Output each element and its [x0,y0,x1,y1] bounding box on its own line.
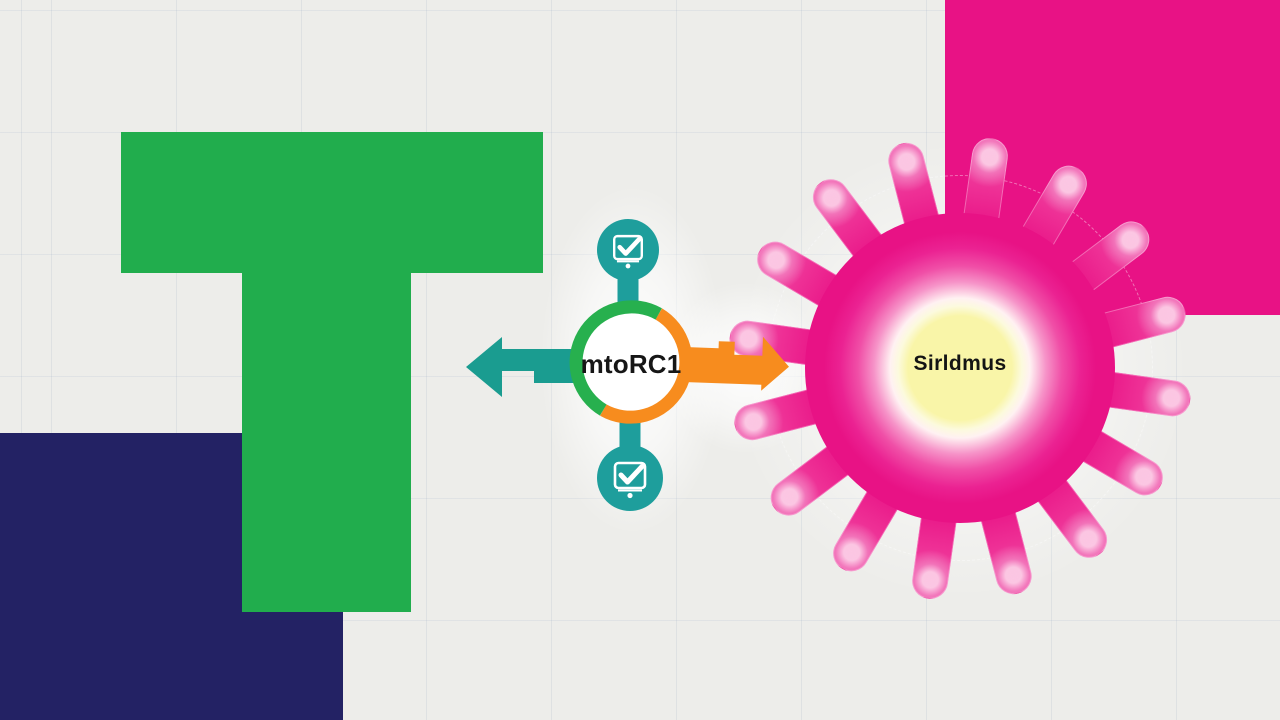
hub-inner-disc [576,307,686,417]
hub-label: mtoRC1 [580,349,682,379]
virus-cell-body [805,213,1115,523]
green-letter-t-stem [242,272,411,612]
bottom-node [597,445,663,511]
hub-diagram [466,219,789,511]
left-arrow [466,337,575,397]
right-arrow [683,336,789,391]
hub-ring-green-arc [569,300,662,416]
cell-label: Sirldmus [913,352,1007,375]
hub-ring-orange-arc [600,308,693,424]
green-letter-t-bar [121,132,543,273]
top-node [597,219,659,281]
